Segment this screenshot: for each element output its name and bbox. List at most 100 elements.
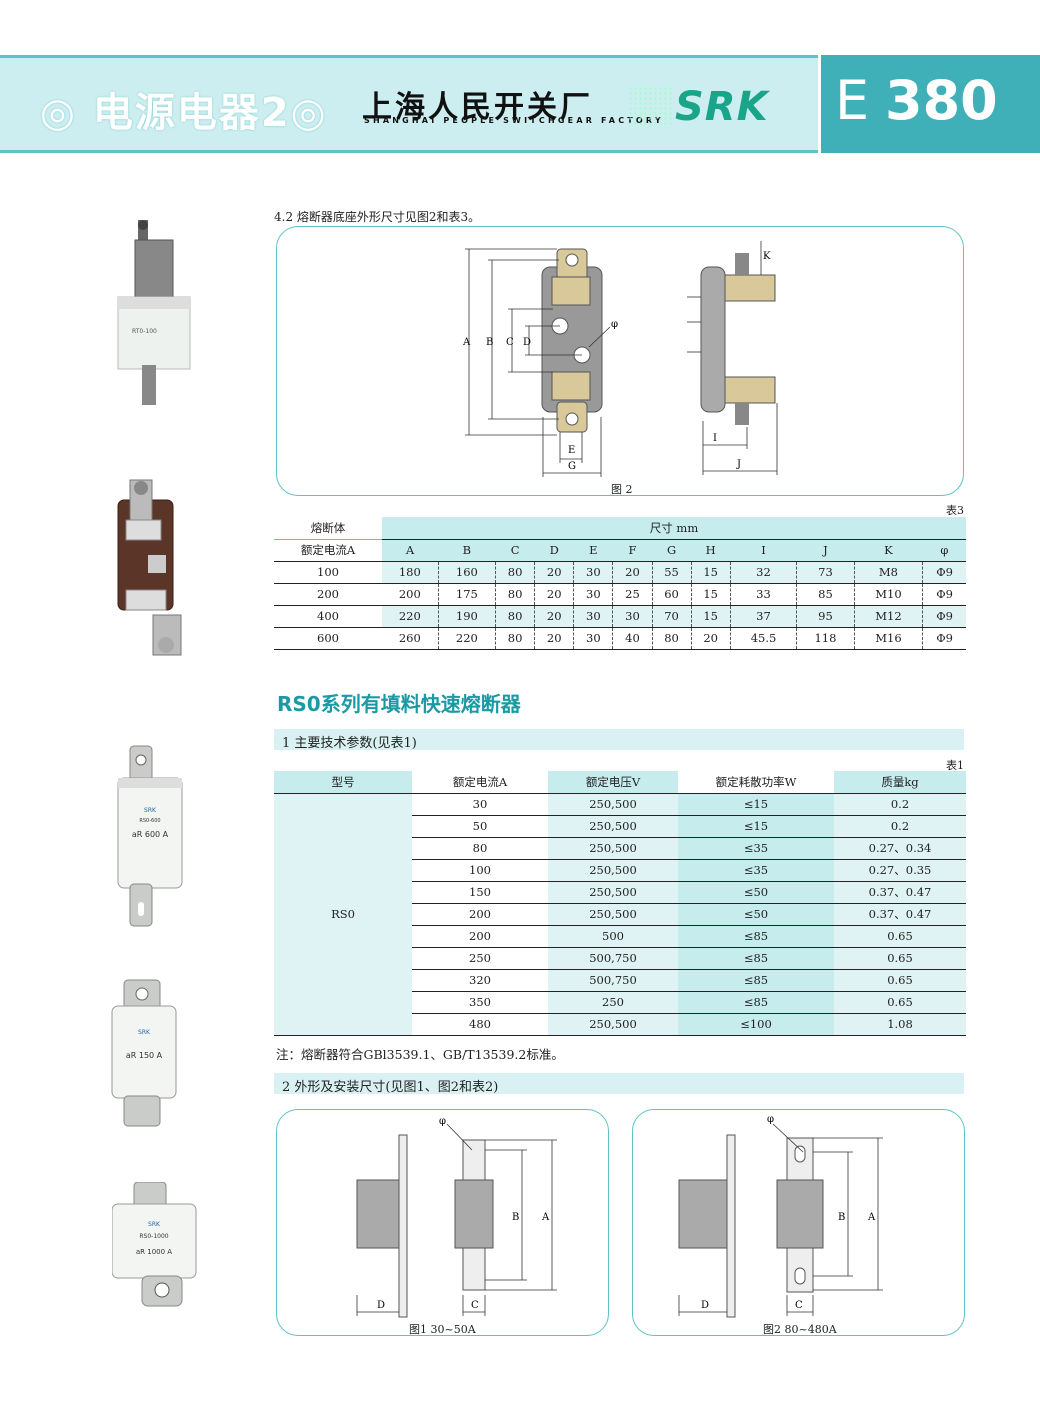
- fuse-photo-1: RT0-100: [117, 220, 191, 405]
- dimension-cell: 20: [691, 627, 731, 650]
- spec-cell: 250,500: [548, 837, 678, 860]
- spec-cell: 0.27、0.34: [834, 837, 966, 860]
- rated-current-cell: 100: [274, 561, 382, 584]
- spec-cell: 1.08: [834, 1013, 966, 1036]
- fig2-dim-D: D: [701, 1300, 709, 1311]
- fuse5-model: RS0-1000: [139, 1233, 168, 1240]
- dim-C: C: [506, 337, 514, 348]
- fuse-photo-rs0-1000: SRK RS0-1000 aR 1000 A: [112, 1182, 197, 1307]
- dim-phi: φ: [611, 319, 618, 330]
- dimension-cell: 20: [534, 605, 575, 628]
- fig1-dim-B: B: [512, 1212, 519, 1223]
- spec-cell: ≤50: [678, 881, 834, 904]
- page-letter: E: [835, 69, 870, 132]
- dim-D: D: [523, 337, 531, 348]
- spec-cell: ≤15: [678, 793, 834, 816]
- figure-1-panel: B A D C φ 图1 30~50A: [276, 1109, 609, 1336]
- page-header: ◎ 电源电器2◎ 上海人民开关厂 SHANGHAI PEOPLE SWITCHG…: [0, 55, 1040, 153]
- rated-current-cell: 400: [274, 605, 382, 628]
- table-3-col: φ: [922, 539, 966, 562]
- table-3-col: B: [438, 539, 496, 562]
- spec-cell: 0.65: [834, 947, 966, 970]
- fig1-dim-phi: φ: [439, 1116, 446, 1127]
- spec-cell: 200: [412, 903, 548, 926]
- table-1-col: 额定耗散功率W: [678, 771, 834, 794]
- fig1-dim-D: D: [377, 1300, 385, 1311]
- figure-1-label: 图1 30~50A: [409, 1323, 476, 1336]
- fuse5-brand: SRK: [148, 1221, 161, 1228]
- dimension-cell: 30: [612, 605, 653, 628]
- fuse4-brand: SRK: [138, 1029, 151, 1036]
- dimension-cell: Φ9: [922, 583, 966, 606]
- spec-cell: 500,750: [548, 969, 678, 992]
- dimension-cell: 80: [495, 583, 536, 606]
- dimension-cell: 30: [573, 605, 614, 628]
- rs0-subtitle-1: 1 主要技术参数(见表1): [282, 736, 417, 751]
- dimension-cell: 20: [534, 627, 575, 650]
- dimension-cell: 30: [573, 627, 614, 650]
- dim-B: B: [486, 337, 493, 348]
- table-3-col: C: [495, 539, 535, 562]
- spec-cell: 0.2: [834, 793, 966, 816]
- company-name-cn: 上海人民开关厂: [362, 90, 593, 125]
- spec-cell: 0.37、0.47: [834, 903, 966, 926]
- fig2-dim-A: A: [867, 1212, 876, 1223]
- figure-2-panel: A B C D E G φ I J K 图 2: [276, 226, 964, 496]
- spec-cell: 100: [412, 859, 548, 882]
- dim-G: G: [568, 461, 576, 472]
- dimension-cell: 55: [652, 561, 692, 584]
- dimension-cell: 32: [730, 561, 798, 584]
- dimension-cell: 160: [438, 561, 497, 584]
- dimension-cell: 20: [612, 561, 653, 584]
- dim-J: J: [736, 459, 741, 470]
- company-name-en: SHANGHAI PEOPLE SWITCHGEAR FACTORY: [364, 116, 664, 125]
- fig2-dim-phi: φ: [767, 1114, 774, 1125]
- dim-A: A: [462, 337, 471, 348]
- dimension-cell: 180: [382, 561, 439, 584]
- fuse3-model: RS0-600: [139, 818, 160, 824]
- spec-cell: 320: [412, 969, 548, 992]
- dimension-cell: 220: [438, 627, 497, 650]
- base-dimension-drawing: A B C D E G φ I J K: [462, 241, 778, 477]
- dimension-cell: M16: [854, 627, 924, 650]
- spec-cell: 0.65: [834, 969, 966, 992]
- fuse4-rating: aR 150 A: [126, 1051, 163, 1060]
- spec-cell: 250,500: [548, 881, 678, 904]
- dimension-cell: 73: [796, 561, 855, 584]
- dimension-cell: 200: [382, 583, 439, 606]
- spec-cell: ≤35: [678, 837, 834, 860]
- dimension-cell: 40: [612, 627, 653, 650]
- dim-I: I: [713, 433, 717, 444]
- spec-cell: 0.65: [834, 925, 966, 948]
- spec-cell: 250: [412, 947, 548, 970]
- dimension-cell: M8: [854, 561, 924, 584]
- dimension-cell: Φ9: [922, 561, 966, 584]
- fuse5-rating: aR 1000 A: [136, 1248, 172, 1256]
- dimension-cell: 15: [691, 605, 731, 628]
- dimension-cell: 60: [652, 583, 692, 606]
- dot-pattern: [628, 86, 672, 126]
- table-1-label: 表1: [946, 759, 964, 772]
- dimension-cell: M12: [854, 605, 924, 628]
- fuse1-label: RT0-100: [132, 328, 157, 335]
- dimension-cell: 190: [438, 605, 497, 628]
- spec-cell: 350: [412, 991, 548, 1014]
- col-size: 尺寸 mm: [382, 517, 966, 540]
- brand-logo: SRK: [675, 84, 769, 130]
- dimension-cell: 80: [495, 605, 536, 628]
- table-3-col: A: [382, 539, 439, 562]
- dimension-cell: 85: [796, 583, 855, 606]
- table-3-col: F: [612, 539, 652, 562]
- spec-cell: ≤85: [678, 969, 834, 992]
- spec-cell: ≤100: [678, 1013, 834, 1036]
- spec-cell: ≤50: [678, 903, 834, 926]
